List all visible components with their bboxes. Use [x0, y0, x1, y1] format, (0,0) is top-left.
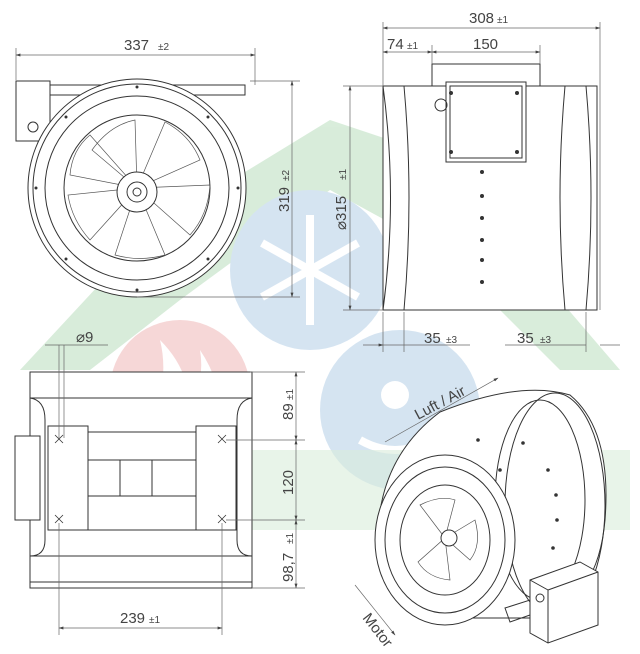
front-width-tol: ±2 — [158, 42, 169, 53]
side-length-tol: ±1 — [497, 15, 508, 26]
front-height-value: 319 — [276, 187, 293, 212]
side-length-value: 308 — [469, 10, 494, 27]
fan-impeller — [67, 119, 211, 259]
front-height-tol: ±2 — [281, 170, 292, 181]
side-box-value: 150 — [473, 36, 498, 53]
motor-label: Motor — [359, 610, 396, 651]
left-flange-value: 35 — [424, 330, 441, 347]
right-flange-value: 35 — [517, 330, 534, 347]
isometric-view: Luft / Air Motor — [354, 377, 607, 651]
left-flange-tol: ±3 — [446, 335, 457, 346]
right-flange-tol: ±3 — [540, 335, 551, 346]
top-view: ⌀9 89 ±1 120 98,7 ±1 239 ±1 — [14, 329, 305, 635]
side-view: 308 ±1 74 ±1 150 ⌀315 ±1 35 ±3 35 ±3 — [333, 10, 620, 352]
side-offset-tol: ±1 — [407, 41, 418, 52]
lower-value: 98,7 — [280, 553, 297, 582]
lower-tol: ±1 — [285, 533, 296, 544]
upper-value: 89 — [280, 403, 297, 420]
side-offset-value: 74 — [387, 36, 404, 53]
side-diameter-value: ⌀315 — [333, 196, 350, 230]
front-view: 337 ±2 319 ±2 — [15, 37, 300, 298]
upper-tol: ±1 — [285, 389, 296, 400]
front-width-value: 337 — [124, 37, 149, 54]
width-value: 239 — [120, 610, 145, 627]
iso-fan-blades — [417, 498, 478, 581]
hole-value: ⌀9 — [76, 329, 93, 346]
side-diameter-tol: ±1 — [338, 169, 349, 180]
middle-value: 120 — [280, 470, 297, 495]
width-tol: ±1 — [149, 615, 160, 626]
